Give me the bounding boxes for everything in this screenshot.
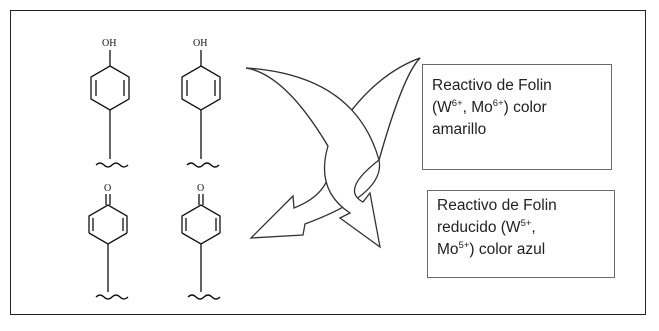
color-suffix-text: ) color [503,99,547,116]
w-charge: 6+ [451,98,463,109]
mo-charge: 6+ [492,98,504,109]
quinone-1-o-label: O [104,183,111,194]
reduced-w-prefix: reducido (W [437,219,521,236]
phenol-1-oh-label: OH [102,38,116,49]
reduced-color-suffix: ) color azul [469,241,546,258]
quinone-structure-2 [181,194,221,300]
phenol-structure-2 [181,50,221,168]
reduced-mo-charge: 5+ [458,240,470,251]
folin-reagent-line-3: amarillo [432,121,487,138]
phenol-2-oh-label: OH [193,38,207,49]
quinone-2-o-label: O [197,183,204,194]
reduced-folin-line-2: reducido (W5+, [437,217,608,239]
reduced-line2-suffix: , [531,219,536,236]
mo-prefix-text: , Mo [462,99,493,116]
reduced-folin-box: Reactivo de Folin reducido (W5+, Mo5+) c… [427,190,615,278]
reduced-w-charge: 5+ [520,218,532,229]
folin-reagent-box: Reactivo de Folin (W6+, Mo6+) color amar… [422,64,612,170]
reduced-mo-prefix: Mo [437,241,459,258]
reduced-folin-line-3: Mo5+) color azul [437,239,608,261]
right-down-arrow [245,67,381,249]
w-open-text: (W [432,99,452,116]
phenol-structure-1 [90,50,130,168]
quinone-structure-1 [88,194,129,300]
reduced-folin-line-1: Reactivo de Folin [437,197,557,214]
folin-reagent-line-1: Reactivo de Folin [432,77,552,94]
folin-reagent-line-2: (W6+, Mo6+) color [432,97,605,119]
